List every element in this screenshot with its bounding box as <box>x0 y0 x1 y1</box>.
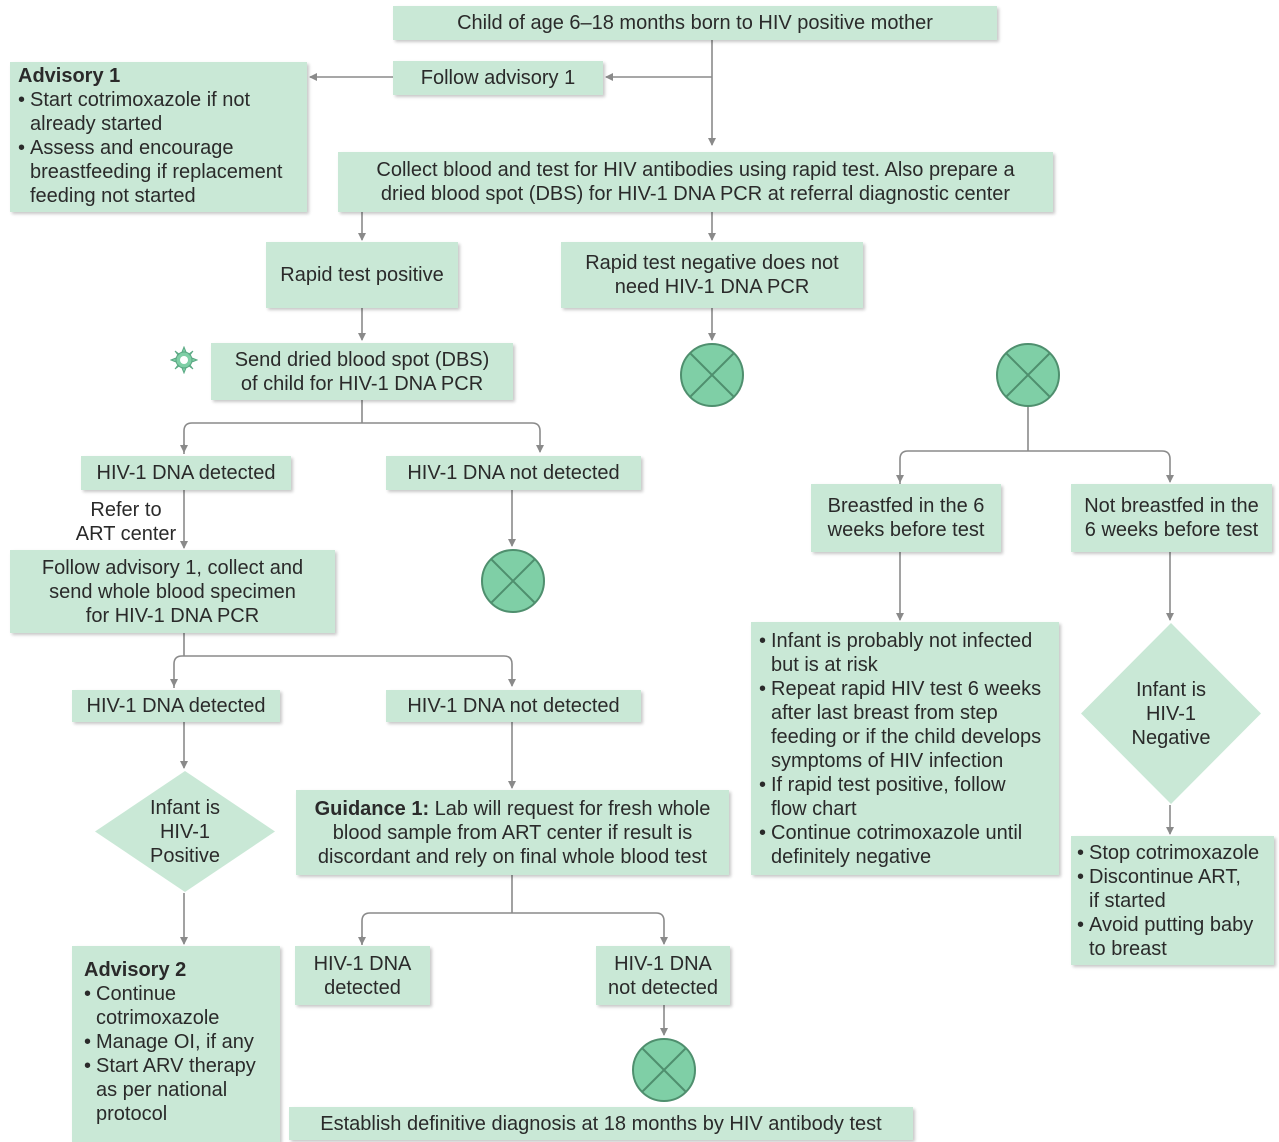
guidance1-line: discordant and rely on final whole blood… <box>317 845 708 868</box>
dna-not-detected-line: not detected <box>607 976 719 999</box>
dna-detected-box: HIV-1 DNA detected <box>81 456 291 490</box>
advisory1-title: Advisory 1 <box>18 65 121 87</box>
rapid-positive-label: Rapid test positive <box>280 264 444 286</box>
follow-advisory1-box: Follow advisory 1 <box>393 61 603 95</box>
guidance1-line: Guidance 1: Lab will request for fresh w… <box>314 797 711 820</box>
dna-detected-label: HIV-1 DNA detected <box>86 695 266 717</box>
dna-detected-box: HIV-1 DNA detected <box>72 690 280 722</box>
infant-negative-line: Infant is <box>1135 678 1207 701</box>
dna-not-detected-label: HIV-1 DNA not detected <box>407 695 620 717</box>
infant-positive-line: Infant is <box>149 796 221 819</box>
stop-cotrimoxazole-item: Stop cotrimoxazole <box>1077 841 1259 865</box>
infant-positive-line: Positive <box>149 844 221 867</box>
rapid-negative-box: Rapid test negative does not need HIV-1 … <box>561 242 863 308</box>
establish-diagnosis-label: Establish definitive diagnosis at 18 mon… <box>320 1112 882 1135</box>
infant-negative-diamond: Infant is HIV-1 Negative <box>1080 622 1262 805</box>
infant-negative-line: Negative <box>1131 726 1211 749</box>
advisory2-title: Advisory 2 <box>84 959 187 981</box>
stop-cotrimoxazole-list: Stop cotrimoxazole Discontinue ART,if st… <box>1077 841 1259 961</box>
start-box: Child of age 6–18 months born to HIV pos… <box>393 6 997 40</box>
dna-detected-line: detected <box>324 976 401 999</box>
breastfed-line: Breastfed in the 6 <box>827 495 985 517</box>
not-breastfed-line: 6 weeks before test <box>1084 519 1259 541</box>
dna-not-detected-label: HIV-1 DNA not detected <box>407 462 620 484</box>
start-label: Child of age 6–18 months born to HIV pos… <box>457 12 933 34</box>
dna-detected-line: HIV-1 DNA <box>313 952 412 975</box>
end-terminator-icon <box>680 343 744 407</box>
send-dbs-box: Send dried blood spot (DBS) of child for… <box>211 343 513 400</box>
guidance1-box: Guidance 1: Lab will request for fresh w… <box>296 790 729 875</box>
dna-not-detected-line: HIV-1 DNA <box>614 952 712 975</box>
follow-collect-line: for HIV-1 DNA PCR <box>85 604 260 627</box>
dna-not-detected-box: HIV-1 DNA not detected <box>386 456 641 490</box>
dna-detected-label: HIV-1 DNA detected <box>96 462 276 484</box>
advisory1-box: Advisory 1 Start cotrimoxazole if notalr… <box>10 62 307 212</box>
establish-diagnosis-box: Establish definitive diagnosis at 18 mon… <box>289 1107 913 1140</box>
not-breastfed-box: Not breastfed in the 6 weeks before test <box>1071 484 1272 552</box>
dna-detected-box: HIV-1 DNA detected <box>295 946 430 1005</box>
connector <box>173 633 512 688</box>
collect-blood-box: Collect blood and test for HIV antibodie… <box>338 152 1053 212</box>
collect-blood-line: Collect blood and test for HIV antibodie… <box>376 159 1015 181</box>
stop-cotrimoxazole-box: Stop cotrimoxazole Discontinue ART,if st… <box>1071 836 1274 965</box>
follow-collect-line: send whole blood specimen <box>49 580 296 603</box>
breastfed-line: weeks before test <box>827 519 985 541</box>
follow-collect-line: Follow advisory 1, collect and <box>41 556 304 579</box>
breastfed-box: Breastfed in the 6 weeks before test <box>811 484 1001 552</box>
gear-icon <box>170 346 198 374</box>
dna-not-detected-box: HIV-1 DNA not detected <box>596 946 730 1005</box>
infant-negative-line: HIV-1 <box>1145 702 1197 725</box>
send-dbs-line: Send dried blood spot (DBS) <box>234 348 490 371</box>
connector <box>899 406 1170 484</box>
rapid-positive-box: Rapid test positive <box>266 242 458 308</box>
infant-positive-diamond: Infant is HIV-1 Positive <box>94 770 276 893</box>
connector <box>361 875 664 945</box>
follow-advisory1-label: Follow advisory 1 <box>420 67 576 89</box>
not-breastfed-line: Not breastfed in the <box>1084 495 1259 517</box>
infant-positive-line: HIV-1 <box>159 820 211 843</box>
rapid-negative-line: need HIV-1 DNA PCR <box>614 276 810 298</box>
dna-not-detected-box: HIV-1 DNA not detected <box>386 690 641 722</box>
end-terminator-icon <box>996 343 1060 407</box>
collect-blood-line: dried blood spot (DBS) for HIV-1 DNA PCR… <box>380 183 1011 205</box>
end-terminator-icon <box>632 1038 696 1102</box>
guidance1-line: blood sample from ART center if result i… <box>332 821 693 844</box>
follow-advisory1-collect-box: Follow advisory 1, collect and send whol… <box>10 550 335 633</box>
end-terminator-icon <box>481 549 545 613</box>
send-dbs-line: of child for HIV-1 DNA PCR <box>240 372 484 395</box>
connector <box>183 400 540 454</box>
rapid-negative-line: Rapid test negative does not <box>585 252 839 274</box>
refer-art-label: Refer to ART center <box>75 499 177 545</box>
stop-cotrimoxazole-item: Discontinue ART,if started <box>1077 865 1259 913</box>
advisory2-item: Manage OI, if any <box>84 1030 256 1054</box>
guidance1-title: Guidance 1: <box>314 797 430 820</box>
